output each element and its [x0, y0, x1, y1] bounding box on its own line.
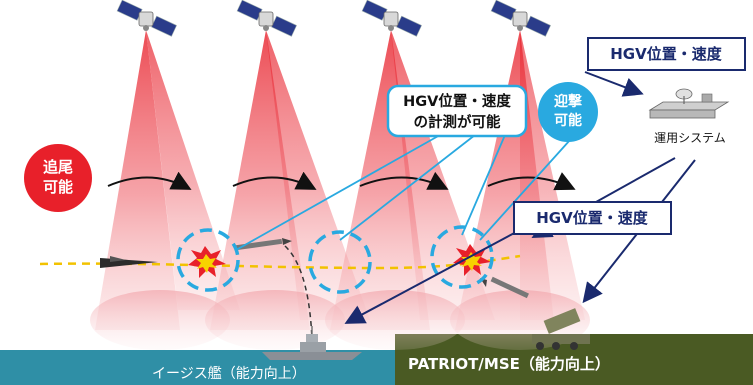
intercept-zone-circle	[176, 228, 240, 292]
leader-line	[479, 139, 571, 241]
ops-system-label: 運用システム	[654, 131, 726, 145]
footprint-2	[205, 290, 345, 350]
tracking-badge: 追尾 可能	[24, 144, 92, 212]
hgv-glide-vehicle-icon	[100, 256, 158, 268]
handoff-arrow	[107, 171, 192, 190]
ship-interceptor-trajectory	[284, 245, 313, 341]
intercept-zone-circle	[430, 225, 494, 289]
footprint-1	[90, 290, 230, 350]
handoff-arrows	[107, 171, 576, 191]
leader-line	[461, 134, 506, 236]
interceptor-missile-icon	[235, 238, 292, 251]
satellite-icon	[361, 0, 423, 37]
aegis-label: イージス艦（能力向上）	[152, 366, 306, 382]
satellite-icon	[116, 0, 178, 37]
handoff-arrow	[487, 172, 576, 191]
handoff-arrow	[232, 171, 317, 190]
footprint-3	[325, 290, 465, 350]
measurement-callout: HGV位置・速度 の計測が可能	[386, 84, 528, 138]
hgv-info-box-top-label: HGV位置・速度	[610, 45, 722, 63]
ground-station-icon	[648, 88, 730, 119]
intercept-badge: 迎撃 可能	[538, 82, 598, 142]
satellite-icon	[490, 0, 552, 37]
beam-2	[210, 30, 310, 330]
beam-2b	[266, 30, 370, 320]
handoff-arrow	[359, 171, 449, 190]
patriot-launcher-icon	[532, 308, 590, 350]
intercept-badge-line2: 可能	[554, 112, 582, 129]
patriot-label: PATRIOT/MSE（能力向上）	[408, 355, 610, 373]
beam-1b	[146, 30, 240, 310]
hgv-info-box-mid-label: HGV位置・速度	[536, 209, 648, 227]
tracking-badge-line2: 可能	[43, 178, 73, 196]
aegis-ship-icon	[262, 326, 362, 360]
tracking-badge-line1: 追尾	[43, 158, 73, 176]
data-flow-arrow	[344, 229, 521, 324]
leader-line	[339, 134, 476, 241]
explosion-icon	[188, 246, 226, 278]
leader-line	[235, 134, 441, 251]
leader-lines	[235, 134, 571, 251]
beam-4b	[520, 30, 585, 320]
hgv-info-box-top: HGV位置・速度	[587, 37, 746, 71]
intercept-zones	[176, 225, 494, 294]
intercept-zone-circle	[308, 230, 372, 294]
explosion-icon	[453, 244, 491, 276]
hgv-info-box-mid: HGV位置・速度	[513, 201, 672, 235]
intercept-badge-line1: 迎撃	[554, 93, 582, 110]
data-flow-arrow	[584, 71, 644, 97]
satellite-icon	[236, 0, 298, 37]
measurement-callout-line2: の計測が可能	[414, 113, 501, 131]
beam-1	[95, 30, 180, 330]
measurement-callout-line1: HGV位置・速度	[403, 92, 511, 110]
